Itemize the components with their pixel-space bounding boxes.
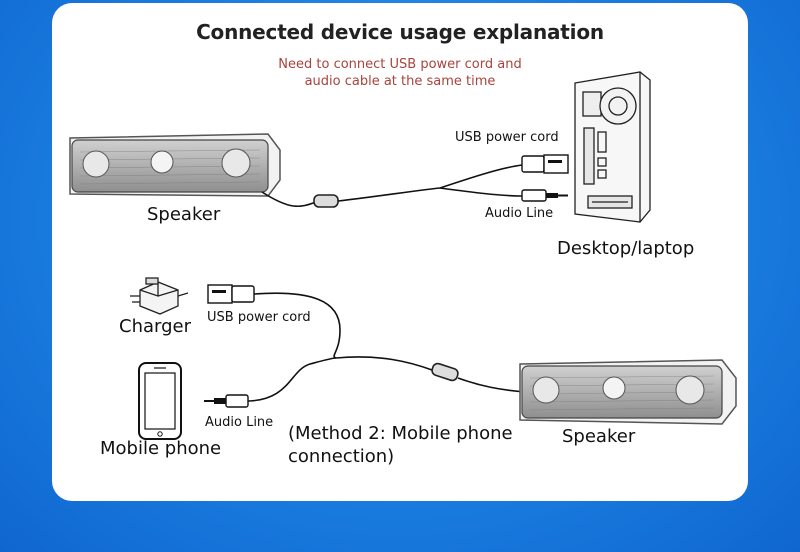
usb-power-cord-top-label: USB power cord	[455, 130, 559, 145]
audio-jack-top	[521, 189, 568, 202]
charger-label: Charger	[119, 316, 191, 337]
cable-top	[261, 164, 523, 208]
speaker-bottom-image	[519, 359, 737, 425]
usb-plug-top	[521, 154, 569, 174]
mobile-phone-image	[138, 362, 182, 440]
diagram-subtitle: Need to connect USB power cord and audio…	[0, 56, 800, 90]
speaker-bottom-label: Speaker	[562, 426, 636, 447]
mobile-phone-label: Mobile phone	[100, 438, 222, 459]
subtitle-line-2: audio cable at the same time	[304, 74, 496, 89]
method-caption-line-2: connection)	[288, 446, 395, 467]
subtitle-line-1: Need to connect USB power cord and	[278, 57, 522, 72]
audio-jack-bottom	[204, 394, 249, 408]
cable-bottom	[247, 292, 527, 402]
audio-line-bottom-label: Audio Line	[205, 415, 274, 430]
charger-image	[130, 277, 189, 315]
method-2-caption: (Method 2: Mobile phone connection)	[288, 422, 513, 468]
usb-power-cord-bottom-label: USB power cord	[207, 310, 311, 325]
method-caption-line-1: (Method 2: Mobile phone	[288, 423, 513, 444]
speaker-top-label: Speaker	[147, 204, 221, 225]
speaker-top-image	[69, 133, 281, 197]
audio-line-top-label: Audio Line	[485, 206, 554, 221]
desktop-laptop-label: Desktop/laptop	[557, 238, 695, 259]
desktop-tower-image	[574, 71, 651, 223]
diagram-title: Connected device usage explanation	[196, 20, 604, 44]
usb-plug-bottom	[207, 284, 255, 304]
